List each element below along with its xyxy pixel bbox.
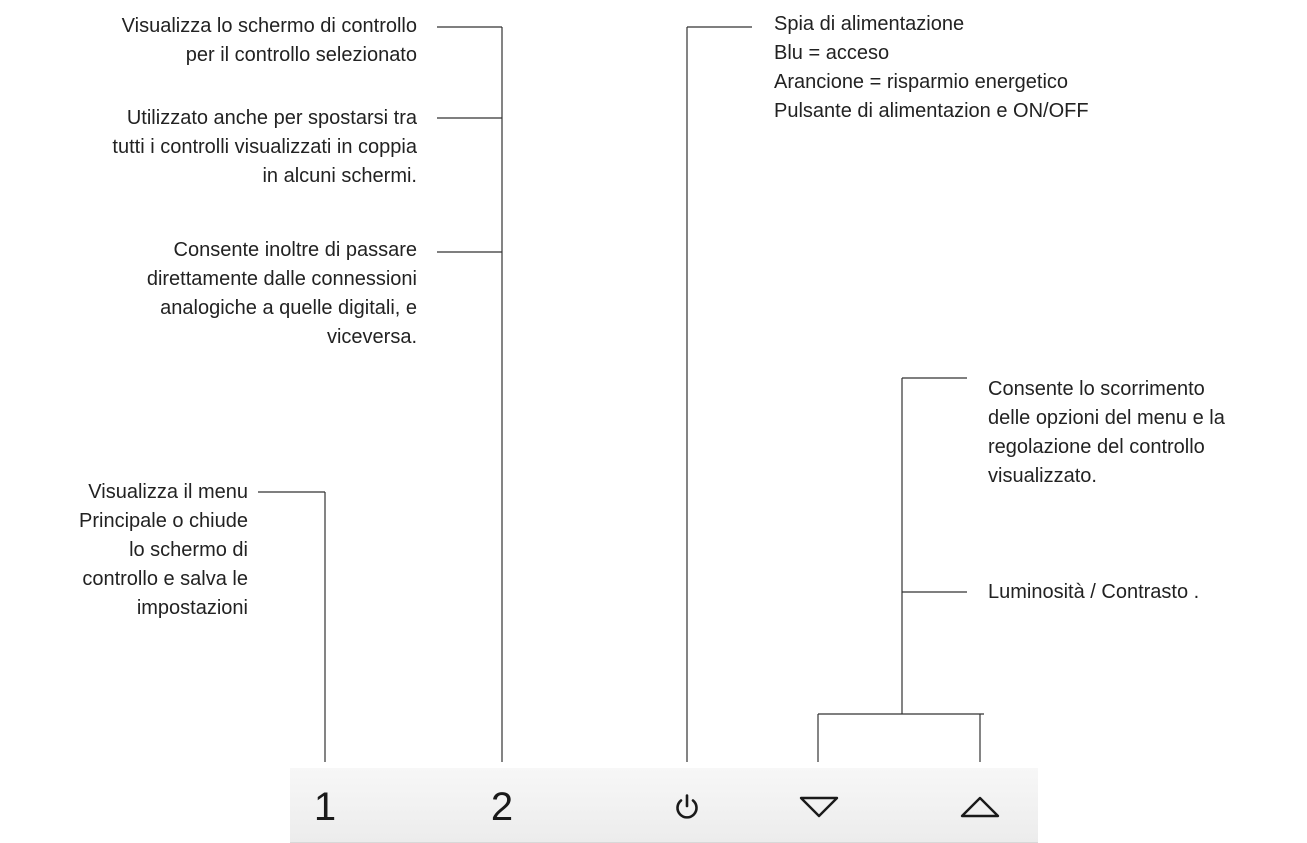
callout-line: Consente lo scorrimento [988,378,1205,400]
callout-line: in alcuni schermi. [262,165,417,187]
callout-line: Utilizzato anche per spostarsi tra [126,107,417,129]
callout-line: Visualizza il menu [88,481,248,503]
callout-line: analogiche a quelle digitali, e [160,297,417,319]
down-button[interactable] [794,778,844,836]
callout-line: regolazione del controllo [988,436,1205,458]
triangle-down-icon [799,796,839,818]
callout-line: Visualizza lo schermo di controllo [121,15,417,37]
callout-line: Spia di alimentazione [774,13,965,35]
callout-line: direttamente dalle connessioni [146,268,417,290]
callout-line: Luminosità / Contrasto . [988,581,1200,603]
control-panel [290,768,1038,843]
button-1-label: 1 [313,784,337,829]
callout-line: per il controllo selezionato [185,44,417,66]
callout-line: impostazioni [136,597,248,619]
callout-line: controllo e salva le [82,568,248,590]
triangle-up-icon [960,796,1000,818]
button-1[interactable]: 1 [297,778,353,836]
callout-scroll-menu: Consente lo scorrimento delle opzioni de… [988,375,1225,491]
callout-brightness: Luminosità / Contrasto . [988,578,1199,607]
callout-line: Principale o chiude [79,510,248,532]
callout-display-control: Visualizza lo schermo di controllo per i… [122,12,417,70]
callout-main-menu: Visualizza il menu Principale o chiude l… [79,478,248,623]
callout-line: delle opzioni del menu e la [988,407,1225,429]
callout-line: Blu = acceso [774,42,890,64]
callout-power: Spia di alimentazione Blu = acceso Aranc… [774,10,1089,126]
callout-move-pairs: Utilizzato anche per spostarsi tra tutti… [112,104,417,191]
power-icon [676,794,698,819]
power-button[interactable] [662,778,712,836]
callout-line: Arancione = risparmio energetico [774,71,1069,93]
callout-line: Pulsante di alimentazion e ON/OFF [774,100,1089,122]
button-2[interactable]: 2 [474,778,530,836]
callout-line: tutti i controlli visualizzati in coppia [112,136,417,158]
up-button[interactable] [955,778,1005,836]
button-2-label: 2 [490,784,514,829]
callout-line: Consente inoltre di passare [173,239,417,261]
callout-line: lo schermo di [129,539,248,561]
callout-analog-digital: Consente inoltre di passare direttamente… [147,236,417,352]
callout-line: visualizzato. [988,465,1097,487]
callout-line: viceversa. [326,326,417,348]
